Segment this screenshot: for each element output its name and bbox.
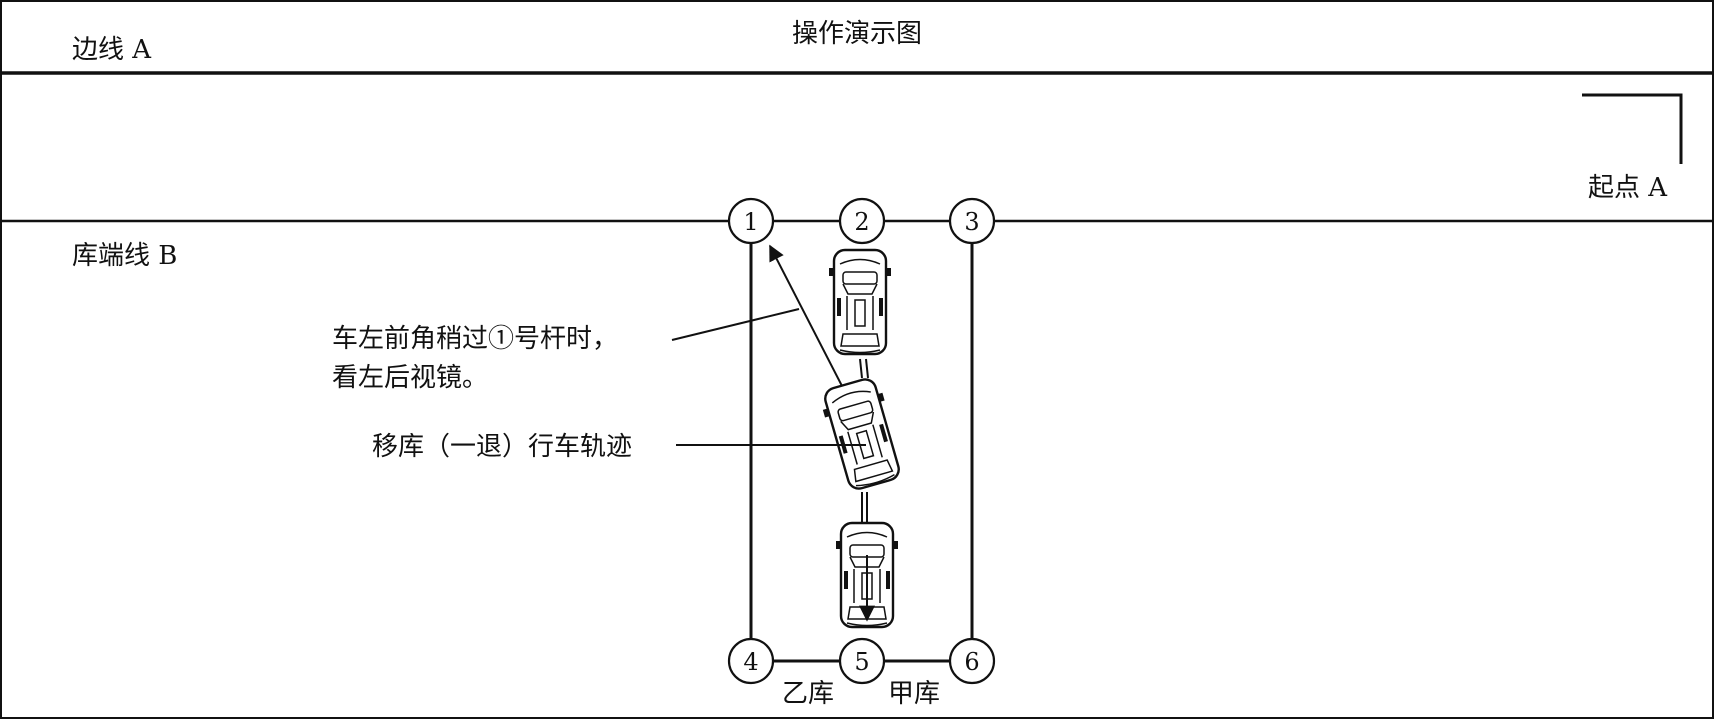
pole-4-number: 4 <box>743 648 758 676</box>
start-point-marker <box>1582 93 1683 164</box>
left-corner-annotation-line1: 车左前角稍过①号杆时， <box>332 324 618 354</box>
car-top <box>827 248 893 356</box>
sideline-a-label: 边线 A <box>72 35 152 65</box>
trajectory-arrow <box>769 244 843 387</box>
pole-2-number: 2 <box>854 208 869 236</box>
car-middle-angled <box>816 374 908 494</box>
track-connector-top <box>859 358 863 379</box>
pole-5: 5 <box>838 637 886 685</box>
pole-6-number: 6 <box>964 648 979 676</box>
pole-5-number: 5 <box>854 648 869 676</box>
start-point-label: 起点 A <box>1588 173 1668 203</box>
pole-3: 3 <box>948 197 996 245</box>
garage-jia-label: 甲库 <box>888 679 940 709</box>
left-corner-annotation-line2: 看左后视镜。 <box>332 363 488 393</box>
diagram-title: 操作演示图 <box>792 19 922 49</box>
garage-yi-label: 乙库 <box>782 679 834 709</box>
pole-1: 1 <box>727 197 775 245</box>
garage-end-line-label: 库端线 B <box>72 241 177 271</box>
pole-1-number: 1 <box>743 208 758 236</box>
track-connector-top-2 <box>865 358 869 379</box>
move-garage-track-annotation: 移库（一退）行车轨迹 <box>372 432 632 462</box>
pole-6: 6 <box>948 637 996 685</box>
pole-3-number: 3 <box>964 208 979 236</box>
pole-4: 4 <box>727 637 775 685</box>
left-corner-leader-line <box>671 308 800 341</box>
pole-2: 2 <box>838 197 886 245</box>
